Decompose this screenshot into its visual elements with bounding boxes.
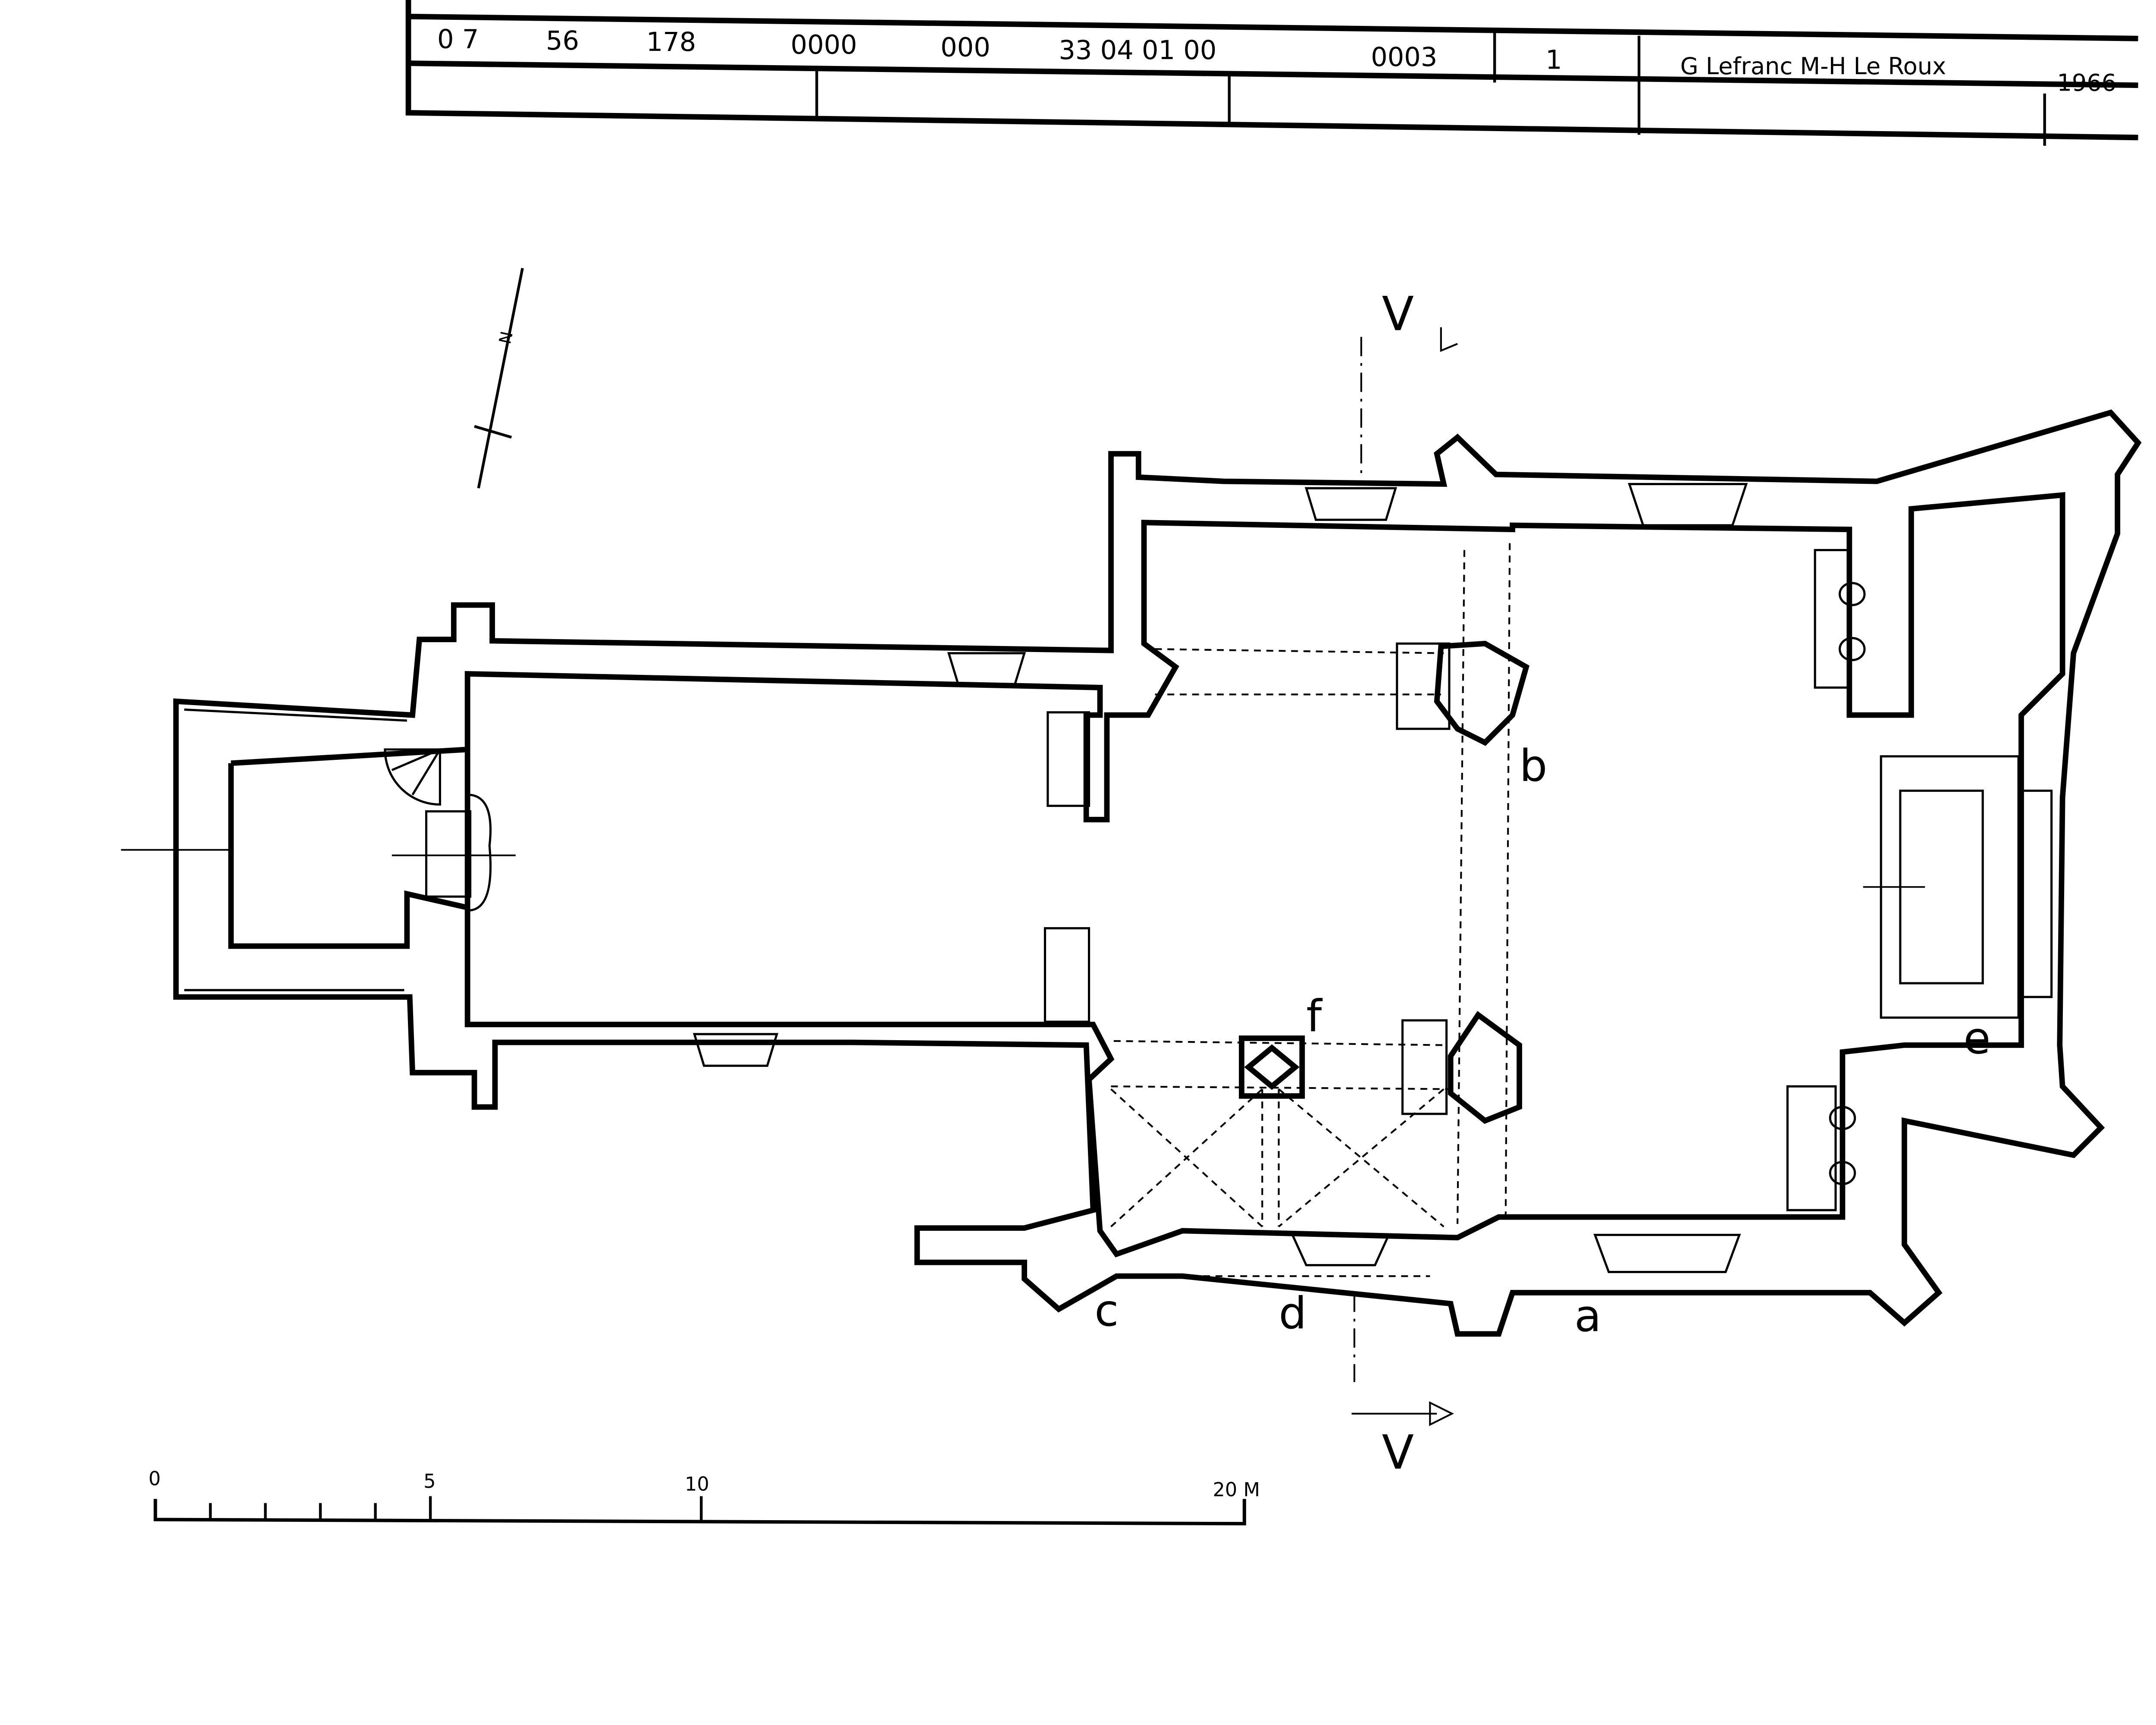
section-label-top: V [1382, 286, 1414, 341]
code-3: 178 [646, 27, 696, 57]
vault-lines [121, 327, 1925, 1426]
north-arrow: N [474, 268, 524, 489]
north-label: N [495, 329, 517, 345]
label-e: e [1964, 1013, 1991, 1064]
scale-tick-10: 10 [685, 1473, 709, 1496]
code-5: 000 [940, 33, 990, 63]
code-1: 0 7 [437, 25, 479, 55]
sheet-number: 1 [1545, 45, 1562, 75]
code-2: 56 [546, 26, 579, 56]
section-label-bottom: V [1382, 1425, 1414, 1480]
label-f: f [1306, 991, 1322, 1042]
code-6: 33 04 01 00 [1059, 35, 1216, 66]
title-block: 0 7 56 178 0000 000 33 04 01 00 0003 1 G… [405, 0, 2138, 146]
scale-tick-0: 0 [148, 1468, 160, 1490]
year: 1966 [2057, 69, 2116, 96]
scale-bar: 0 5 10 20 M [148, 1468, 1260, 1526]
walls [173, 409, 2142, 1337]
scale-tick-20: 20 M [1213, 1478, 1260, 1501]
label-d: d [1279, 1288, 1307, 1339]
label-c: c [1094, 1285, 1119, 1336]
code-4: 0000 [791, 30, 857, 60]
label-a: a [1574, 1291, 1601, 1342]
floor-plan-drawing: 0 7 56 178 0000 000 33 04 01 00 0003 1 G… [121, 0, 2142, 1526]
code-7: 0003 [1371, 42, 1437, 72]
authors: G Lefranc M-H Le Roux [1680, 53, 1946, 80]
label-b: b [1520, 740, 1548, 792]
scale-tick-5: 5 [423, 1470, 436, 1493]
